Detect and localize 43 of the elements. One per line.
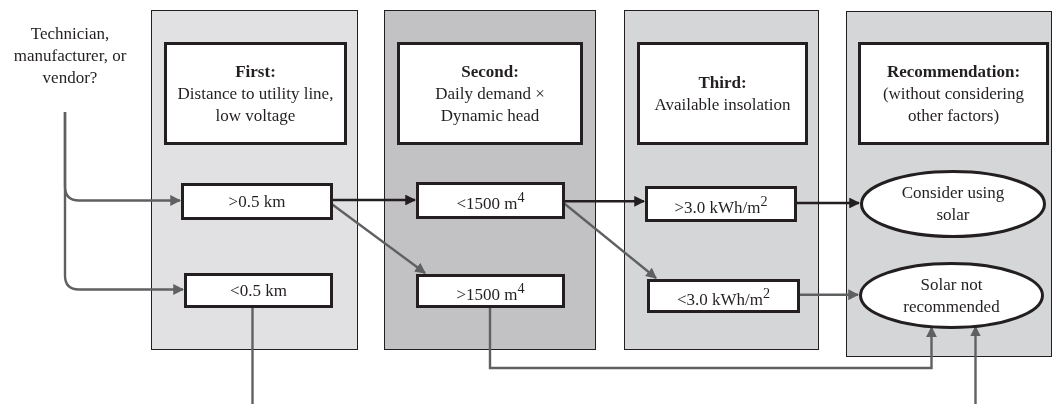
arrow — [799, 289, 860, 301]
arrow — [331, 203, 426, 274]
column-heading: First: — [235, 60, 276, 83]
outcome-ellipse — [859, 262, 1044, 329]
column-panel — [846, 11, 1052, 357]
arrow — [970, 325, 981, 404]
column-panel — [151, 10, 358, 350]
arrow — [796, 197, 861, 209]
arrow — [63, 112, 185, 295]
outcome-text: Solar not recommended — [902, 273, 1001, 318]
criterion-box — [164, 42, 347, 145]
column-heading: Second: — [461, 60, 519, 83]
criterion-box — [397, 42, 583, 145]
value-text: >0.5 km — [228, 190, 286, 213]
value-text: <1500 m$^{4}$ — [456, 188, 525, 215]
column-heading: Recommendation: — [886, 60, 1021, 83]
arrow — [564, 195, 646, 207]
condition-box — [647, 279, 800, 313]
value-text: <3.0 kWh/m$^{2}$ — [676, 283, 771, 311]
value-text: <0.5 km — [230, 279, 287, 302]
criterion-text: Distance to utility line, low voltage — [176, 82, 335, 127]
criterion-box — [637, 42, 808, 145]
value-text: >1500 m$^{4}$ — [456, 278, 525, 306]
criterion-text: (without considering other factors) — [881, 82, 1026, 127]
column-heading: Third: — [698, 71, 747, 94]
condition-box — [416, 182, 565, 219]
column-panel — [384, 10, 596, 350]
outcome-ellipse — [860, 170, 1046, 238]
condition-box — [645, 186, 797, 222]
criterion-text: Daily demand × Dynamic head — [434, 82, 546, 127]
criterion-box — [858, 42, 1049, 145]
column-panel — [624, 10, 819, 350]
arrow — [563, 202, 657, 279]
question-text: Technician, manufacturer, or vendor? — [12, 23, 128, 89]
condition-box — [416, 274, 565, 308]
criterion-text: Available insolation — [654, 93, 791, 116]
condition-box — [181, 183, 333, 220]
condition-box — [184, 273, 333, 308]
outcome-text: Consider using solar — [900, 182, 1006, 226]
value-text: >3.0 kWh/m$^{2}$ — [674, 191, 768, 219]
arrow — [332, 194, 417, 206]
connector-line — [251, 307, 254, 404]
arrow — [488, 307, 937, 370]
